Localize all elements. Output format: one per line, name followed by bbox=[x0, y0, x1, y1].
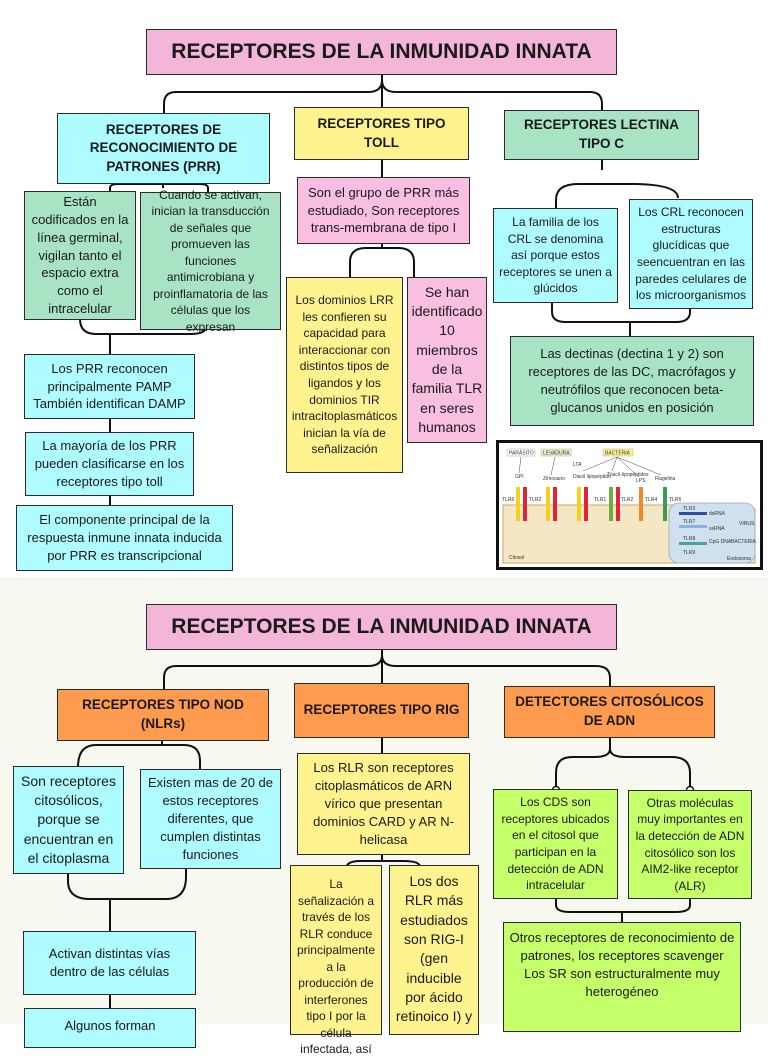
bottom-panel: RECEPTORES DE LA INMUNIDAD INNATA RECEPT… bbox=[0, 577, 768, 1024]
lectin-crl-family-box: La familia de los CRL se denomina así po… bbox=[493, 208, 618, 303]
label-virus: VIRUS bbox=[739, 521, 755, 527]
lectin-dectin-box: Las dectinas (dectina 1 y 2) son recepto… bbox=[510, 336, 754, 426]
prr-transcriptional-box: El componente principal de la respuesta … bbox=[16, 505, 233, 571]
label-flagelina: Flagelina bbox=[655, 476, 676, 482]
label-tlr2b: TLR2 bbox=[621, 497, 633, 503]
prr-pamp-box: Los PRR reconocen principalmente PAMP Ta… bbox=[24, 354, 195, 419]
label-gpi: GPI bbox=[515, 474, 524, 480]
label-bacteria: BACTERIA bbox=[605, 451, 631, 457]
top-title: RECEPTORES DE LA INMUNIDAD INNATA bbox=[146, 29, 617, 75]
tlr-figure-svg: PARÁSITO LEVADURA BACTERIA GPI Zimosano … bbox=[499, 443, 760, 567]
dna-header: DETECTORES CITOSÓLICOS DE ADN bbox=[504, 686, 715, 738]
label-levadura: LEVADURA bbox=[543, 451, 570, 457]
label-zimosano: Zimosano bbox=[543, 476, 565, 482]
lectin-crl-recognize-box: Los CRL reconocen estructuras glucídicas… bbox=[629, 199, 753, 309]
dna-cds-box: Los CDS son receptores ubicados en el ci… bbox=[493, 789, 618, 899]
bottom-title: RECEPTORES DE LA INMUNIDAD INNATA bbox=[146, 604, 617, 650]
label-endosoma: Endosoma bbox=[727, 556, 751, 562]
prr-header: RECEPTORES DE RECONOCIMIENTO DE PATRONES… bbox=[57, 113, 270, 184]
label-tlr5: TLR5 bbox=[669, 497, 681, 503]
rig-signaling-box: La señalización a través de los RLR cond… bbox=[290, 865, 382, 1035]
rig-studied-box: Los dos RLR más estudiados son RIG-I (ge… bbox=[389, 865, 479, 1035]
nod-header: RECEPTORES TIPO NOD (NLRs) bbox=[57, 689, 269, 741]
nod-pathways-box: Activan distintas vías dentro de las cél… bbox=[23, 931, 196, 995]
rig-rlr-box: Los RLR son receptores citoplasmáticos d… bbox=[297, 753, 470, 855]
label-citosol: Citosol bbox=[509, 555, 524, 561]
label-bacteria2: BACTERIA bbox=[731, 539, 757, 545]
toll-lrr-box: Los dominios LRR les confieren su capaci… bbox=[286, 277, 403, 473]
tlr-figure: PARÁSITO LEVADURA BACTERIA GPI Zimosano … bbox=[496, 440, 763, 570]
label-parasito: PARÁSITO bbox=[509, 450, 534, 457]
label-tlr2a: TLR2 bbox=[529, 497, 541, 503]
toll-prr-box: Son el grupo de PRR más estudiado, Son r… bbox=[297, 177, 470, 244]
nod-twenty-box: Existen mas de 20 de estos receptores di… bbox=[140, 769, 281, 869]
label-tlr7: TLR7 bbox=[683, 519, 695, 525]
toll-header: RECEPTORES TIPO TOLL bbox=[294, 107, 469, 160]
lectin-header: RECEPTORES LECTINA TIPO C bbox=[504, 110, 699, 160]
prr-germline-box: Están codificados en la línea germinal, … bbox=[24, 191, 136, 320]
label-dsrna: dsRNA bbox=[709, 511, 726, 517]
label-tlr6: TLR6 bbox=[502, 497, 514, 503]
label-tlr4: TLR4 bbox=[645, 497, 657, 503]
rig-header: RECEPTORES TIPO RIG bbox=[294, 683, 469, 738]
prr-toll-majority-box: La mayoría de los PRR pueden clasificars… bbox=[25, 432, 194, 496]
label-tlr1: TLR1 bbox=[594, 497, 606, 503]
prr-activation-box: Cuando se activan, inician la transducci… bbox=[140, 192, 281, 330]
label-lps: LPS bbox=[636, 478, 646, 484]
label-cpg: CpG DNA bbox=[709, 539, 732, 545]
dna-aim2-box: Otras moléculas muy importantes en la de… bbox=[628, 790, 752, 899]
toll-members-box: Se han identificado 10 miembros de la fa… bbox=[407, 277, 487, 443]
label-tlr8: TLR8 bbox=[683, 536, 695, 542]
label-tlr9: TLR9 bbox=[683, 550, 695, 556]
dna-scavenger-box: Otros receptores de reconocimiento de pa… bbox=[503, 922, 741, 1032]
label-lta: LTA bbox=[573, 462, 582, 468]
label-ssrna: ssRNA bbox=[709, 526, 725, 532]
nod-form-box: Algunos forman bbox=[24, 1008, 196, 1048]
label-tlr3: TLR3 bbox=[683, 506, 695, 512]
label-diacil: Diacil lipopéptido bbox=[573, 474, 611, 480]
top-panel: RECEPTORES DE LA INMUNIDAD INNATA RECEPT… bbox=[0, 0, 768, 577]
nod-cytosolic-box: Son receptores citosólicos, porque se en… bbox=[13, 766, 124, 874]
